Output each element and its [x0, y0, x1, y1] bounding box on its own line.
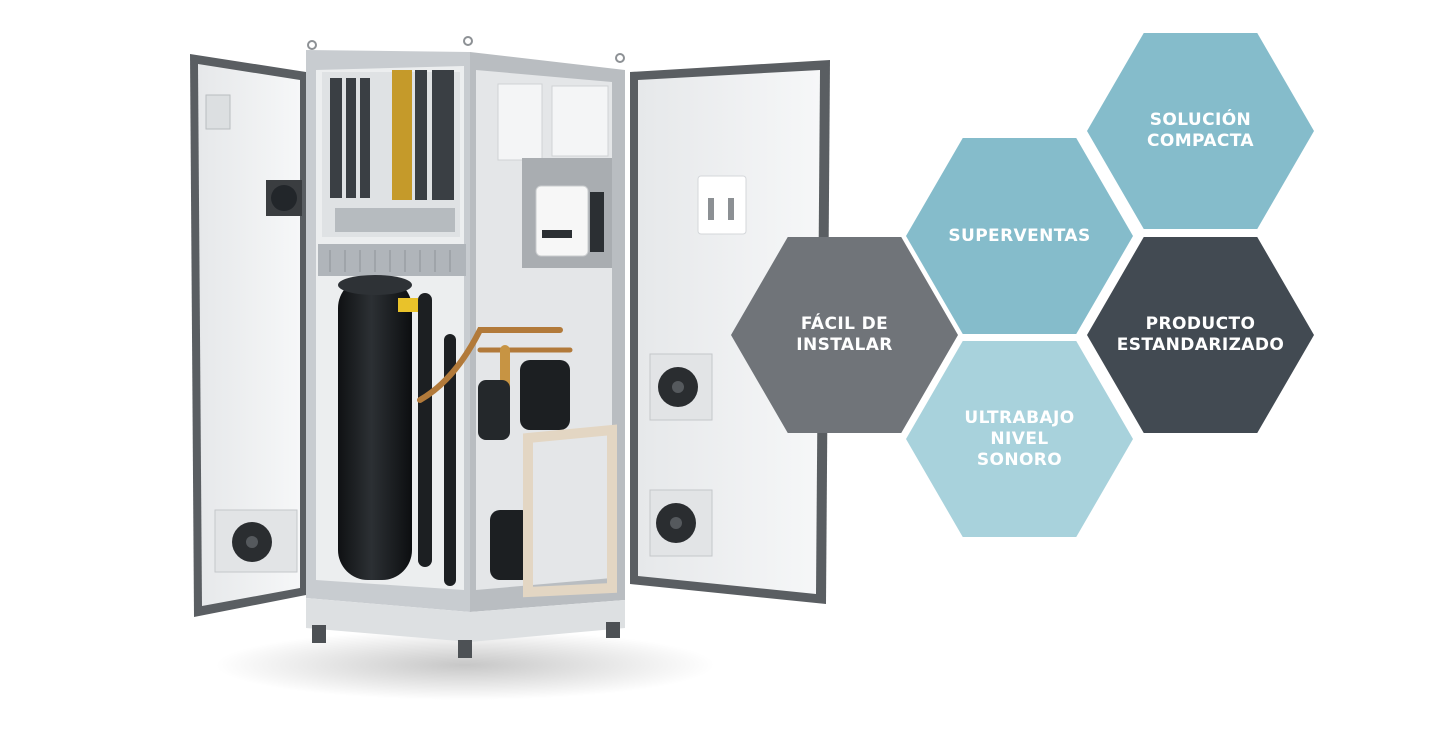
cable-tray	[318, 244, 466, 276]
hex-label: FÁCIL DE INSTALAR	[796, 314, 893, 355]
hex-label: PRODUCTO ESTANDARIZADO	[1116, 314, 1285, 355]
left-door	[190, 54, 306, 617]
hex-ultrabajo-nivel-sonoro: ULTRABAJO NIVEL SONORO	[906, 341, 1133, 537]
compressor	[478, 380, 510, 440]
cabinet-base	[306, 598, 625, 642]
cabinet-body	[306, 36, 625, 658]
right-door	[630, 60, 830, 604]
cabinet-illustration	[190, 36, 830, 700]
compressor	[490, 510, 532, 580]
filter-vent-icon	[205, 94, 231, 130]
handle-plate-icon	[697, 175, 747, 235]
hex-label: SOLUCIÓN COMPACTA	[1146, 110, 1254, 151]
tank	[338, 278, 412, 580]
vent-grille-icon	[497, 83, 543, 161]
hex-solucion-compacta: SOLUCIÓN COMPACTA	[1087, 33, 1314, 229]
floor-shadow	[215, 630, 715, 700]
hex-label: ULTRABAJO NIVEL SONORO	[964, 407, 1075, 470]
compressor	[520, 360, 570, 430]
vent-grille-icon	[551, 85, 609, 157]
hex-producto-estandarizado: PRODUCTO ESTANDARIZADO	[1087, 237, 1314, 433]
hex-label: SUPERVENTAS	[948, 225, 1091, 246]
